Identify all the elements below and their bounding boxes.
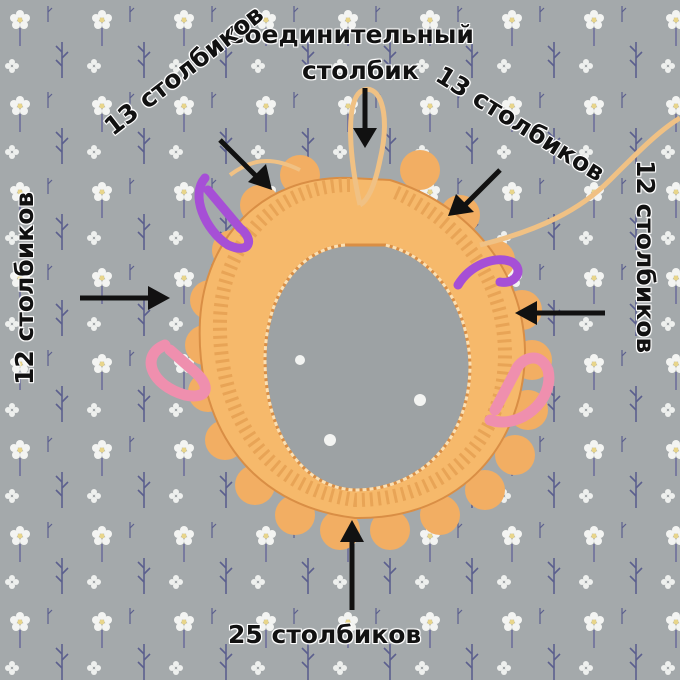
stitch-marker-icon	[145, 173, 555, 428]
left-count-label: 12 столбиков	[10, 191, 39, 385]
arrow-icon	[80, 88, 605, 610]
bottom-count-label: 25 столбиков	[228, 620, 422, 649]
slip-stitch-label-line2: столбик	[302, 56, 419, 85]
slip-stitch-label-line1: Соединительный	[226, 20, 474, 49]
right-count-label: 12 столбиков	[631, 160, 660, 354]
